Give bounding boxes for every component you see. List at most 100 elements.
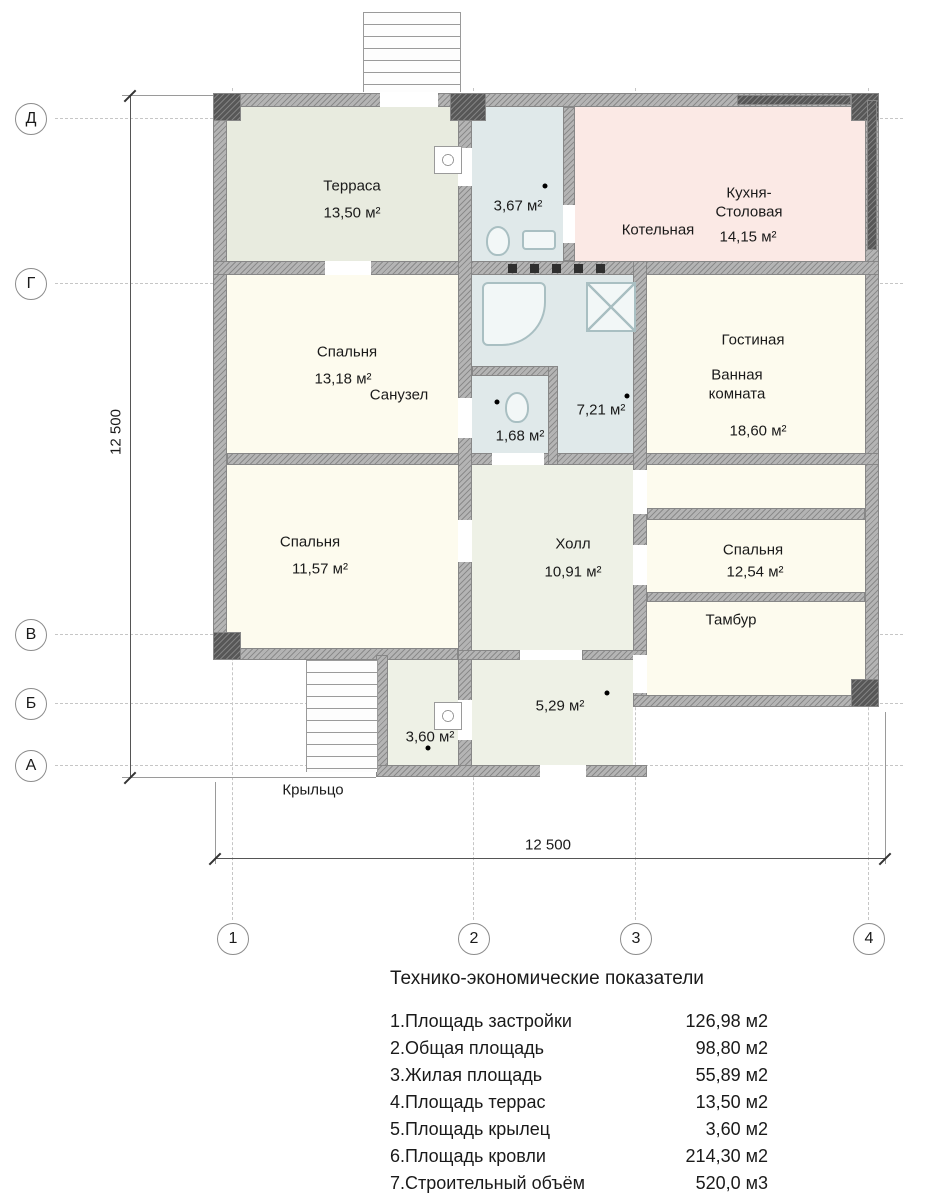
window-band: [867, 100, 877, 250]
row-axis-bubble: В: [15, 619, 47, 651]
summary-row-value: 214,30 м2: [685, 1146, 768, 1166]
col-axis-bubble: 2: [458, 923, 490, 955]
leader-dot: [425, 745, 431, 751]
horizontal-dimension-label: 12 500: [525, 836, 571, 854]
summary-row-label: 4.Площадь террас: [390, 1092, 546, 1112]
room-label-living: Гостиная: [721, 331, 785, 349]
col-axis-label: 1: [228, 930, 238, 947]
wall-bottom-right: [633, 695, 879, 707]
wall-outer-left: [213, 93, 227, 660]
room-hall: [472, 465, 633, 650]
room-area-terrace: 13,50 м²: [323, 204, 381, 222]
summary-row-value: 520,0 м3: [695, 1173, 768, 1193]
door-opening: [492, 453, 544, 465]
summary-row: 6.Площадь кровли 214,30 м2: [390, 1143, 768, 1170]
summary-row: 1.Площадь застройки 126,98 м2: [390, 1008, 768, 1035]
room-label-boiler: Котельная: [621, 221, 695, 239]
railing-post: [508, 264, 517, 273]
room-tambour: [647, 602, 865, 695]
wall-bottom-left: [213, 648, 458, 660]
col-axis-bubble: 4: [853, 923, 885, 955]
col-axis-bubble: 3: [620, 923, 652, 955]
room-area-hall: 10,91 м²: [544, 563, 602, 581]
pilaster-block: [213, 93, 241, 121]
wall-sanuzel-top: [472, 366, 558, 376]
wall-sanuzel-right: [548, 366, 558, 465]
room-kitchen: [575, 107, 865, 261]
room-area-bedroom-left: 11,57 м²: [292, 560, 348, 578]
col-axis-bubble: 1: [217, 923, 249, 955]
summary-row-value: 13,50 м2: [695, 1092, 768, 1112]
equipment-icon: [434, 702, 462, 730]
row-axis-bubble: А: [15, 750, 47, 782]
summary-table: 1.Площадь застройки 126,98 м2 2.Общая пл…: [390, 1008, 768, 1197]
pilaster-block: [851, 679, 879, 707]
railing-post: [530, 264, 539, 273]
vertical-dimension-line: [130, 95, 131, 777]
row-axis-bubble: Д: [15, 103, 47, 135]
summary-row: 2.Общая площадь 98,80 м2: [390, 1035, 768, 1062]
room-area-sanuzel: 1,68 м²: [495, 427, 545, 445]
room-label-porch: Крыльцо: [282, 781, 344, 799]
room-label-kitchen: Кухня-Столовая: [715, 184, 783, 220]
shower-icon: [586, 282, 636, 332]
summary-row-label: 7.Строительный объём: [390, 1173, 585, 1193]
leader-dot: [542, 183, 548, 189]
pilaster-block: [450, 93, 486, 121]
room-living: [647, 275, 865, 508]
wall-hall-vestibule-a: [458, 650, 520, 660]
room-bedroom-right: [647, 520, 865, 592]
pilaster-block: [213, 632, 241, 660]
stairs-top: [363, 12, 461, 92]
sink-icon: [522, 230, 556, 250]
col-axis-label: 3: [631, 930, 641, 947]
room-area-bedroom-right: 12,54 м²: [726, 563, 784, 581]
window-band: [737, 95, 851, 105]
room-label-tambour: Тамбур: [705, 611, 757, 629]
extension-line: [122, 777, 376, 778]
row-axis-label: В: [25, 626, 37, 643]
summary-row-value: 55,89 м2: [695, 1065, 768, 1085]
col-axis-label: 4: [864, 930, 874, 947]
wall-bedroom-tambour: [647, 592, 865, 602]
summary-row-label: 3.Жилая площадь: [390, 1065, 543, 1085]
row-axis-bubble: Б: [15, 688, 47, 720]
summary-row: 7.Строительный объём 520,0 м3: [390, 1170, 768, 1197]
extension-line: [885, 712, 886, 864]
door-opening: [458, 520, 472, 562]
door-opening: [540, 765, 586, 777]
summary-row-label: 1.Площадь застройки: [390, 1011, 572, 1031]
extension-line: [215, 782, 216, 864]
room-label-hall: Холл: [555, 535, 591, 553]
toilet-icon: [486, 226, 510, 256]
room-area-porch: 3,60 м²: [405, 728, 455, 746]
leader-dot: [624, 393, 630, 399]
room-label-bathroom: Ванная комната: [708, 366, 766, 402]
door-opening: [325, 261, 371, 275]
leader-dot: [604, 690, 610, 696]
horizontal-dimension-line: [215, 858, 885, 859]
room-bedroom-top: [227, 275, 458, 453]
room-area-bedroom-top: 13,18 м²: [314, 370, 372, 388]
summary-row: 5.Площадь крылец 3,60 м2: [390, 1116, 768, 1143]
room-area-kitchen: 14,15 м²: [719, 228, 777, 246]
summary-row-label: 2.Общая площадь: [390, 1038, 545, 1058]
summary-row-label: 5.Площадь крылец: [390, 1119, 551, 1139]
wall-row-g: [213, 261, 879, 275]
wall-porch-left: [376, 655, 388, 777]
room-area-living: 18,60 м²: [729, 422, 787, 440]
room-label-bedroom-left: Спальня: [279, 533, 341, 551]
wall-hall-vestibule-b: [582, 650, 647, 660]
room-area-bathroom: 7,21 м²: [576, 401, 626, 419]
leader-dot: [494, 399, 500, 405]
room-bedroom-left: [227, 465, 458, 648]
extension-line: [122, 95, 214, 96]
door-opening: [633, 655, 647, 693]
summary-title: Технико-экономические показатели: [390, 968, 704, 989]
vertical-dimension-label: 12 500: [107, 409, 125, 455]
door-opening: [563, 205, 575, 243]
door-opening: [458, 398, 472, 438]
room-area-boiler: 3,67 м²: [493, 197, 543, 215]
railing-post: [552, 264, 561, 273]
